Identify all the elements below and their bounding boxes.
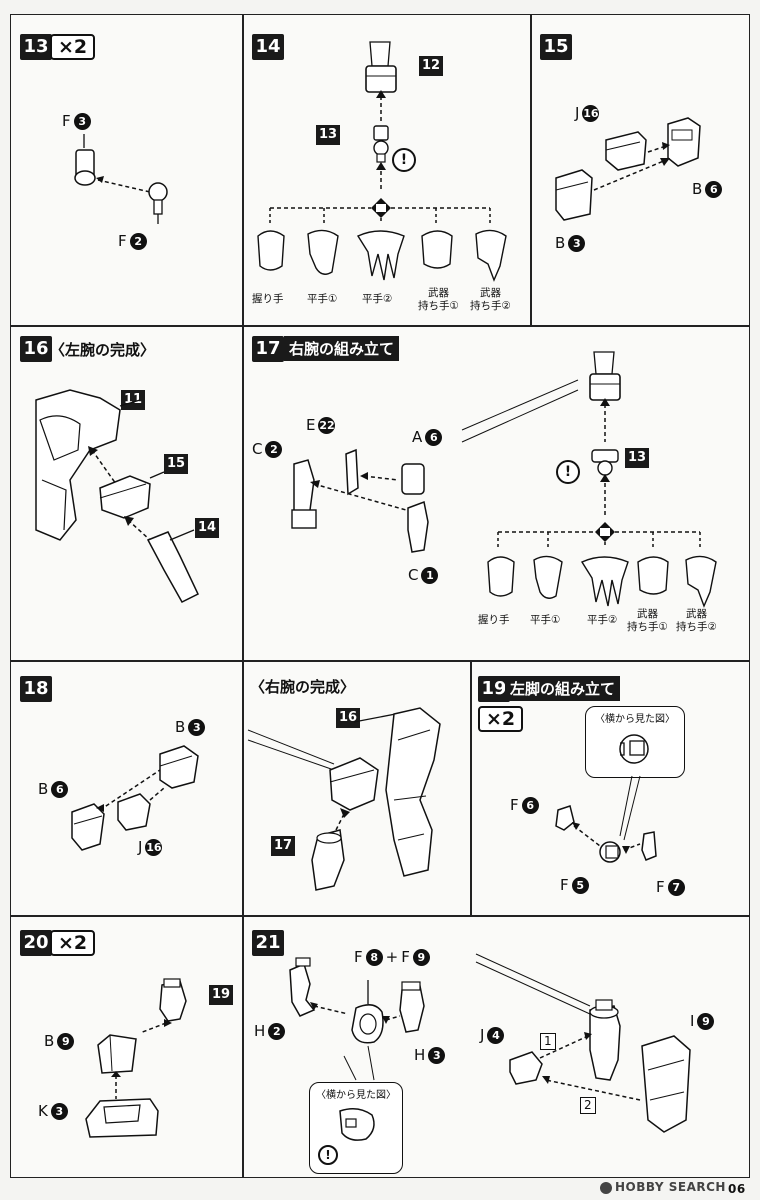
- step17-guide-lines: [461, 379, 579, 443]
- step-number: 14: [252, 34, 284, 60]
- hand-label: 握り手: [478, 614, 510, 626]
- step17-diagram-left: [291, 448, 429, 553]
- hobby-search-logo-icon: [600, 1181, 612, 1194]
- quantity-badge: ×2: [50, 34, 96, 60]
- row-divider: [10, 325, 750, 327]
- row-divider: [10, 660, 750, 662]
- page-number: 06: [728, 1182, 746, 1196]
- step15-diagram: [555, 117, 701, 221]
- completion-caption: 〈右腕の完成〉: [250, 678, 356, 696]
- step-title: 左脚の組み立て: [505, 676, 621, 701]
- col-divider: [470, 660, 472, 916]
- step-number: 20: [20, 930, 52, 956]
- step14-diagram: [257, 41, 507, 282]
- hand-label: 平手②: [362, 293, 393, 305]
- quantity-badge: ×2: [478, 706, 524, 732]
- step20-diagram: [85, 978, 187, 1138]
- side-view-bubble: 〈横から見た図〉: [585, 706, 685, 778]
- bubble-caption: 〈横から見た図〉: [316, 1090, 396, 1101]
- right-arm-diagram: [247, 707, 441, 891]
- hand-label: 平手①: [307, 293, 338, 305]
- part-ref-12: 12: [419, 56, 444, 76]
- hand-label: 武器 持ち手②: [470, 287, 511, 312]
- part-ref-19: 19: [209, 985, 234, 1005]
- part-ref-15: 15: [164, 454, 189, 474]
- step-number: 16: [20, 336, 52, 362]
- step-title: 右腕の組み立て: [284, 336, 400, 361]
- col-divider: [530, 14, 532, 326]
- step16-diagram: [35, 389, 199, 603]
- part-ref-14: 14: [195, 518, 220, 538]
- step17-diagram-right: [487, 351, 717, 608]
- step13-diagram: [74, 134, 168, 224]
- order-marker-1: 1: [540, 1033, 556, 1050]
- order-marker-2: 2: [580, 1097, 596, 1114]
- step-number: 19: [478, 676, 510, 702]
- side-view-diagram: [339, 1108, 375, 1141]
- part-ref-16: 16: [336, 708, 361, 728]
- hand-label: 平手②: [587, 614, 618, 626]
- part-ref-13: 13: [316, 125, 341, 145]
- side-view-bubble: 〈横から見た図〉 !: [309, 1082, 403, 1174]
- step21-diagram: [289, 953, 691, 1133]
- step18-diagram: [71, 745, 199, 851]
- col-divider: [242, 14, 244, 1178]
- hand-label: 握り手: [252, 293, 284, 305]
- step-number: 13: [20, 34, 52, 60]
- bubble-caption: 〈横から見た図〉: [595, 714, 675, 725]
- part-ref-17: 17: [271, 836, 296, 856]
- hand-label: 平手①: [530, 614, 561, 626]
- caution-icon: !: [556, 460, 580, 484]
- completion-caption: 〈左腕の完成〉: [50, 341, 156, 359]
- hand-label: 武器 持ち手①: [627, 608, 668, 633]
- step-number: 18: [20, 676, 52, 702]
- quantity-badge: ×2: [50, 930, 96, 956]
- step-number: 21: [252, 930, 284, 956]
- caution-icon: !: [392, 148, 416, 172]
- step-number: 17: [252, 336, 284, 362]
- step-number: 15: [540, 34, 572, 60]
- hand-label: 武器 持ち手①: [418, 287, 459, 312]
- side-view-diagram: [619, 734, 649, 764]
- caution-icon: !: [318, 1145, 338, 1165]
- step19-diagram: [555, 775, 657, 863]
- brand-watermark: HOBBY SEARCH: [600, 1180, 726, 1194]
- part-ref-13: 13: [625, 448, 650, 468]
- row-divider: [10, 915, 750, 917]
- hand-label: 武器 持ち手②: [676, 608, 717, 633]
